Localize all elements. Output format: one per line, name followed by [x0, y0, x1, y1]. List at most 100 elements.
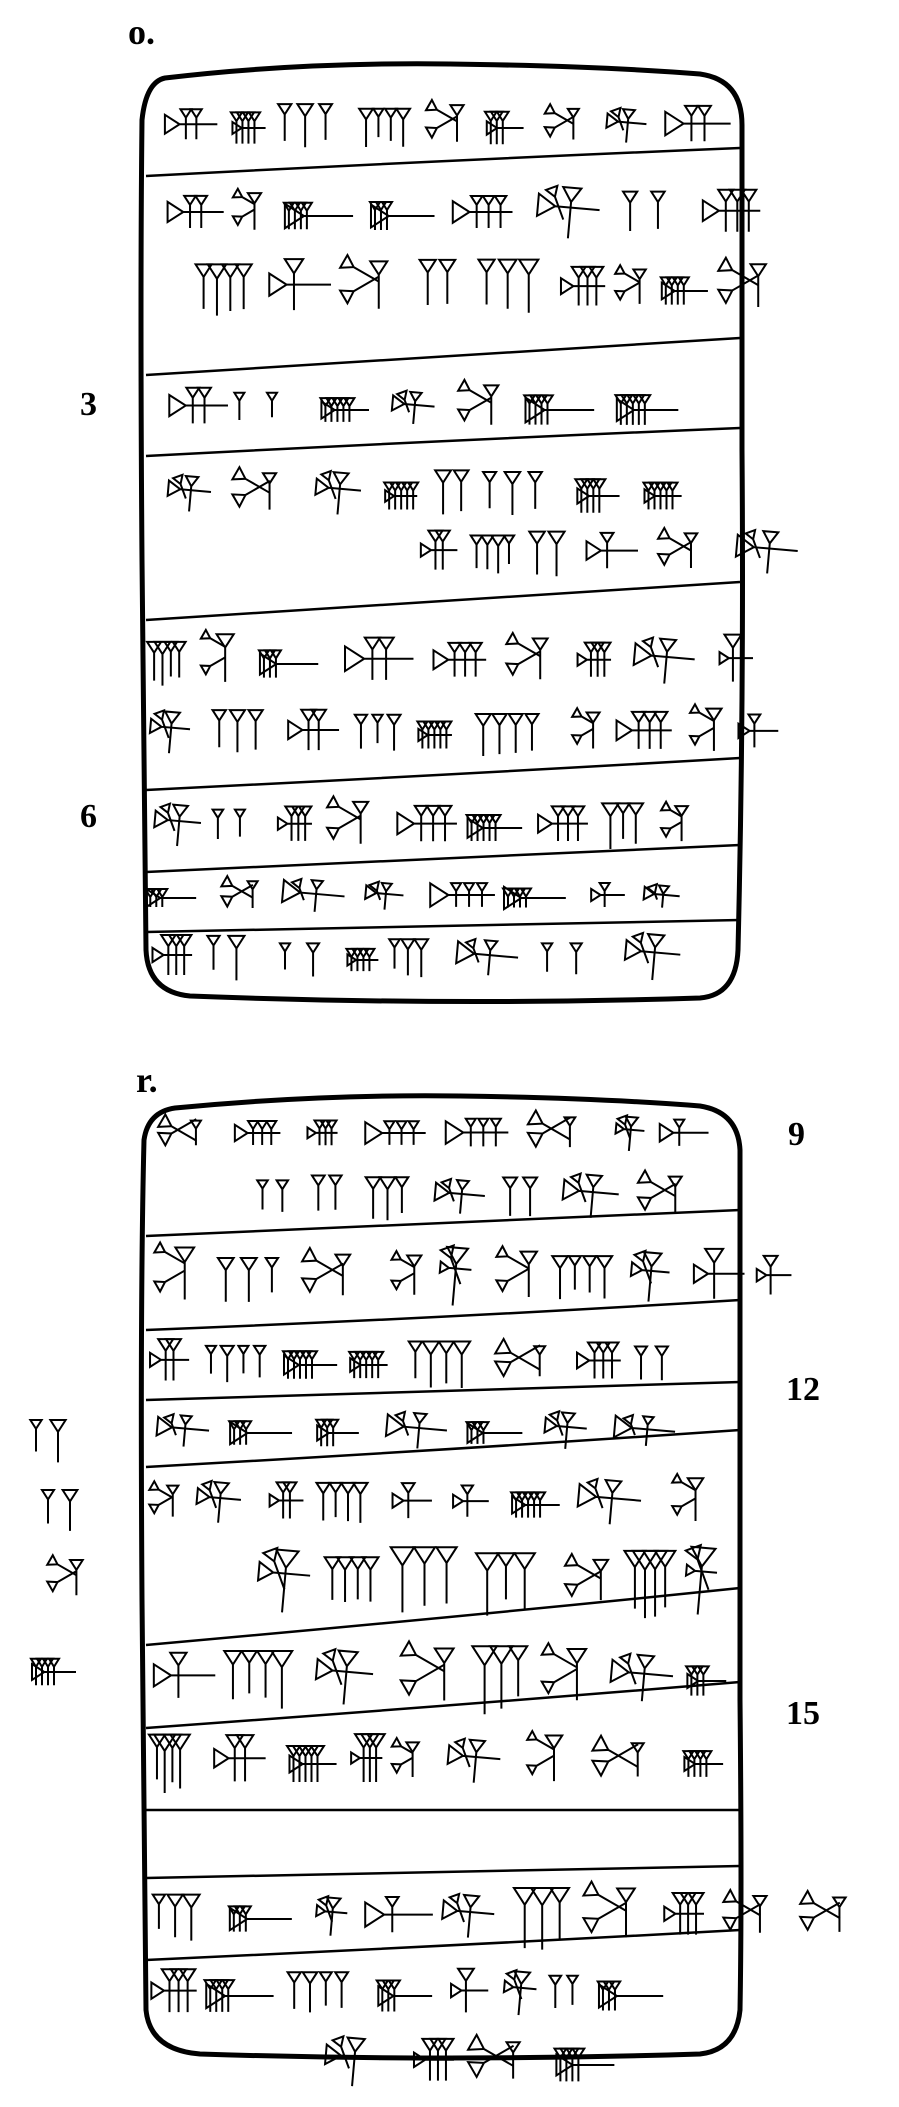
wedge: [540, 394, 555, 425]
wedge: [389, 1249, 415, 1269]
wedge: [641, 1549, 669, 1617]
cuneiform-sign: [152, 1240, 196, 1300]
wedge: [394, 107, 412, 147]
wedge: [658, 1122, 709, 1144]
cuneiform-sign: [350, 1733, 387, 1782]
wedge: [699, 1750, 714, 1777]
wedge: [314, 1481, 332, 1521]
wedge: [178, 1414, 194, 1447]
wedge: [665, 481, 680, 510]
wedge: [451, 199, 513, 225]
wedge: [434, 1546, 459, 1604]
wedge: [360, 1556, 381, 1602]
wedge: [335, 1556, 355, 1602]
wedge: [609, 1657, 674, 1684]
cuneiform-sign: [390, 389, 435, 425]
wedge: [287, 718, 340, 741]
wedge: [269, 649, 283, 678]
cuneiform-sign: [585, 531, 638, 569]
wedge: [276, 815, 312, 832]
cuneiform-sign: [338, 252, 390, 309]
wedge: [226, 934, 247, 981]
wedge: [204, 1344, 218, 1374]
wedge: [364, 1900, 433, 1929]
wedge: [400, 1482, 417, 1519]
wedge: [261, 1546, 286, 1590]
wedge: [526, 1116, 571, 1149]
wedge: [615, 1887, 637, 1938]
wedge: [445, 1245, 470, 1306]
wedge: [147, 1479, 174, 1499]
cuneiform-sign: [734, 528, 798, 574]
wedge: [233, 808, 247, 837]
cuneiform-sign: [642, 882, 680, 908]
wedge: [512, 1970, 532, 2016]
wedge: [739, 188, 759, 232]
wedge: [232, 391, 247, 421]
wedge: [716, 274, 760, 306]
wedge: [196, 386, 213, 424]
cuneiform-sign: [166, 194, 224, 229]
wedge: [453, 1737, 471, 1768]
cuneiform-sign: [150, 1968, 198, 2013]
wedge: [322, 1556, 342, 1600]
wedge: [220, 1979, 236, 2012]
cuneiform-sign: [231, 186, 263, 230]
wedge: [761, 529, 781, 574]
cuneiform-sign: [210, 808, 247, 839]
wedge: [565, 1974, 580, 2005]
wedge: [605, 111, 647, 130]
wedge: [305, 942, 321, 977]
wedge: [696, 104, 713, 142]
cuneiform-sign: [150, 1893, 202, 1941]
cuneiform-sign: [398, 1639, 456, 1701]
wedge: [746, 713, 763, 748]
wedge: [666, 1175, 684, 1213]
wedge: [437, 258, 458, 304]
wedge: [274, 1179, 290, 1212]
cuneiform-sign: [363, 880, 404, 910]
obverse-rule-3: [145, 426, 741, 458]
line-number-6: 6: [80, 798, 97, 835]
wedge: [570, 727, 594, 746]
wedge: [636, 1182, 677, 1212]
wedge: [676, 276, 691, 305]
cuneiform-sign: [576, 641, 613, 677]
wedge: [281, 1481, 299, 1519]
wedge: [637, 394, 652, 425]
wedge: [467, 641, 484, 677]
wedge: [184, 474, 201, 512]
cuneiform-sign: [255, 1179, 290, 1212]
cuneiform-sign: [285, 1971, 350, 2013]
wedge: [683, 104, 700, 142]
wedge: [412, 1546, 437, 1606]
wedge: [525, 1754, 555, 1777]
cuneiform-sign: [474, 1552, 537, 1616]
wedge: [234, 1734, 256, 1782]
cuneiform-sign: [199, 627, 236, 682]
cuneiform-sign: [347, 1350, 388, 1379]
wedge: [181, 1893, 202, 1941]
wedge: [704, 707, 724, 751]
cuneiform-sign: [641, 481, 682, 510]
cuneiform-sign: [446, 1737, 501, 1783]
wedge: [566, 107, 581, 140]
cuneiform-sign: [306, 1119, 339, 1146]
cuneiform-sign: [166, 473, 212, 512]
cuneiform-sign: [737, 713, 779, 748]
wedge: [748, 263, 768, 308]
obverse-rule-6: [145, 843, 741, 874]
wedge: [149, 1350, 190, 1369]
wedge: [432, 648, 487, 672]
wedge: [406, 1340, 424, 1379]
wedge: [319, 469, 337, 500]
wedge: [218, 1344, 236, 1383]
wedge: [529, 1886, 556, 1950]
wedge: [532, 1345, 547, 1377]
wedge: [433, 1180, 485, 1203]
wedge: [439, 720, 454, 749]
wedge: [377, 1176, 398, 1221]
wedge: [439, 1177, 455, 1202]
cuneiform-sign: [450, 1967, 489, 2013]
wedge: [213, 1747, 266, 1770]
